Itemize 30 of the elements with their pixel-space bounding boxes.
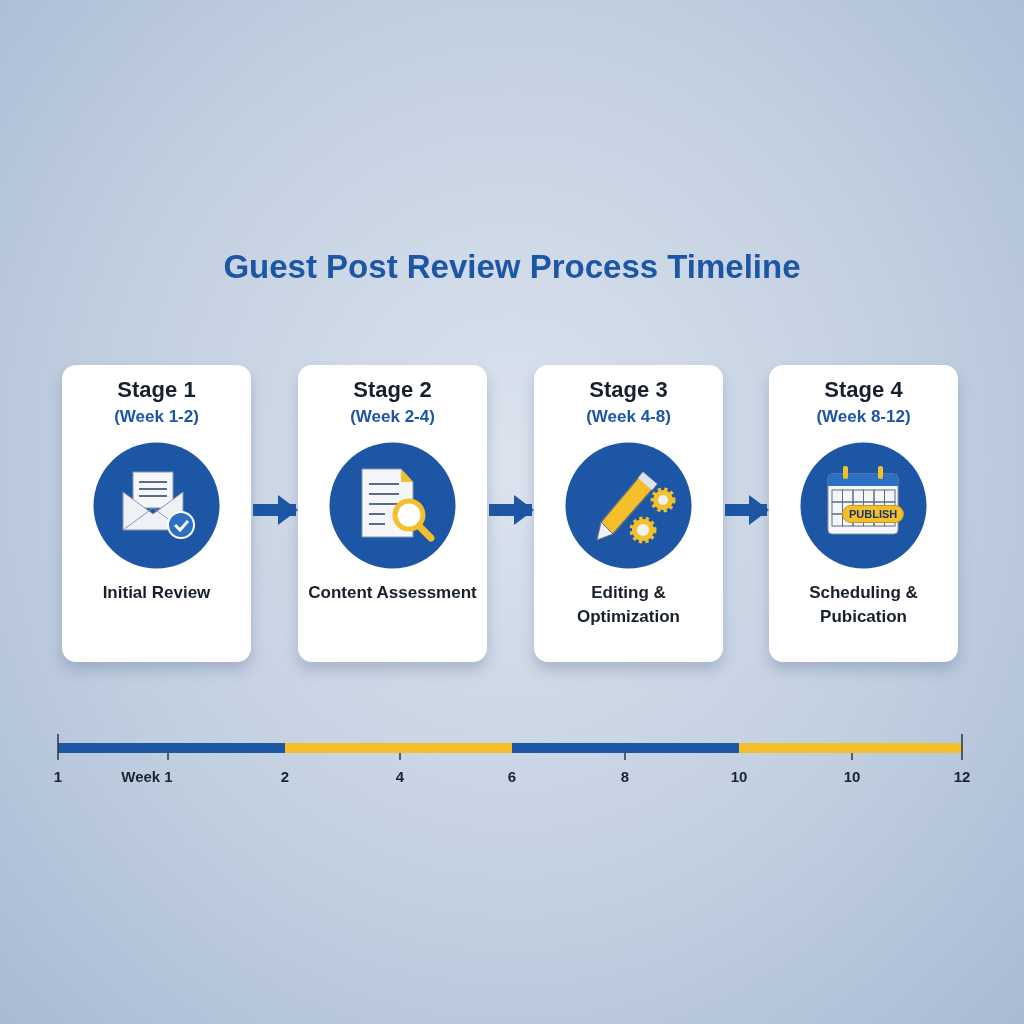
arrow — [253, 495, 298, 525]
tick-label: 2 — [280, 768, 290, 785]
tick-label: 4 — [395, 768, 405, 785]
tick-label: Week 1 — [121, 768, 173, 785]
stage-card — [62, 365, 251, 662]
tick-label: 1 — [53, 768, 63, 785]
stage-card — [534, 365, 723, 662]
stage-heading: Stage 2 — [352, 377, 433, 403]
stage-card — [769, 365, 958, 662]
week-range: (Week 1-2) — [113, 407, 200, 427]
stage-heading: Stage 3 — [588, 377, 669, 403]
tick-label: 12 — [953, 768, 971, 785]
week-range: (Week 4-8) — [585, 407, 672, 427]
arrow — [725, 495, 769, 525]
stage-heading: Stage 4 — [823, 377, 904, 403]
publish-badge: PUBLISH — [842, 505, 905, 523]
stage-name: Scheduling & Pubication — [808, 582, 919, 628]
stage-heading: Stage 1 — [116, 377, 197, 403]
stage-name: Initial Review — [101, 582, 212, 604]
tick-label: 6 — [507, 768, 517, 785]
stage-name: Editing & Optimization — [576, 582, 681, 628]
tick-label: 10 — [843, 768, 861, 785]
title: Guest Post Review Process Timeline — [222, 248, 802, 286]
tick-label: 8 — [620, 768, 630, 785]
arrow — [489, 495, 534, 525]
tick-label: 10 — [730, 768, 748, 785]
stage-card — [298, 365, 487, 662]
week-range: (Week 8-12) — [815, 407, 912, 427]
stage-name: Content Assessment — [307, 582, 478, 604]
week-range: (Week 2-4) — [349, 407, 436, 427]
